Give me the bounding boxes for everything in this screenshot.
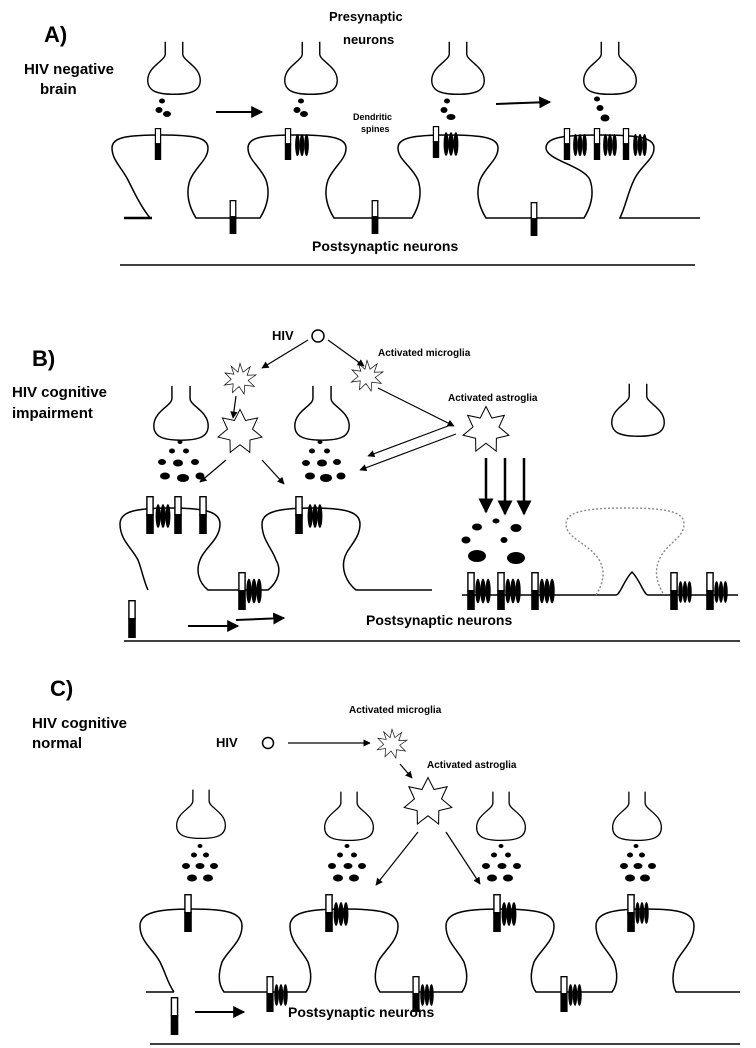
hiv-virion-icon	[311, 329, 325, 343]
presynaptic-terminal	[294, 385, 350, 441]
panel-a: A) HIV negative brain Presynaptic neuron…	[24, 9, 700, 266]
panel-a-letter: A)	[44, 22, 67, 47]
panel-c-title-line2: normal	[32, 735, 82, 752]
panel-b-title-line2: impairment	[12, 405, 93, 422]
activated-astroglia-icon	[403, 776, 453, 825]
presynaptic-terminal	[153, 385, 209, 441]
panel-c-hiv-label: HIV	[216, 735, 238, 750]
presynaptic-terminal	[146, 40, 202, 96]
signal-arrows	[199, 339, 457, 485]
panel-b-postsynaptic-label: Postsynaptic neurons	[366, 612, 512, 628]
legend-arrow	[235, 612, 286, 625]
signal-arrow	[445, 831, 481, 885]
panel-b-letter: B)	[32, 346, 55, 371]
panel-a-title-line2: brain	[40, 81, 77, 98]
presynaptic-terminal	[323, 790, 375, 842]
panel-c-postsynaptic-label: Postsynaptic neurons	[288, 1004, 434, 1020]
panel-b-astroglia-label: Activated astroglia	[448, 393, 538, 404]
presynaptic-terminal	[175, 788, 227, 840]
panel-b: B) HIV cognitive impairment HIV Activate…	[12, 328, 740, 642]
dendritic-label-line1: Dendritic	[353, 112, 392, 122]
receptor-group	[154, 126, 647, 236]
presynaptic-terminal	[430, 40, 486, 96]
activated-microglia-icon	[376, 728, 408, 759]
presynaptic-terminal	[283, 40, 339, 96]
presynaptic-label-line1: Presynaptic	[329, 9, 403, 24]
signal-arrow	[399, 763, 413, 779]
panel-a-postsynaptic-label: Postsynaptic neurons	[312, 238, 458, 254]
activated-astroglia-icon	[217, 408, 263, 453]
activated-microglia-icon	[350, 359, 384, 392]
presynaptic-label-line2: neurons	[343, 32, 394, 47]
activated-microglia-icon	[223, 362, 257, 395]
postsynaptic-membrane	[111, 134, 700, 266]
presynaptic-terminal	[582, 40, 638, 96]
presynaptic-terminal	[611, 383, 665, 437]
panel-c: C) HIV cognitive normal HIV Activated mi…	[32, 676, 740, 1045]
hiv-virion-icon	[261, 736, 275, 750]
panel-c-microglia-label: Activated microglia	[349, 705, 442, 716]
postsynaptic-membrane	[119, 507, 740, 642]
panel-b-title-line1: HIV cognitive	[12, 384, 107, 401]
activated-astroglia-icon	[462, 405, 510, 452]
panel-c-letter: C)	[50, 676, 73, 701]
panel-b-microglia-label: Activated microglia	[378, 348, 471, 359]
panel-c-title-line1: HIV cognitive	[32, 715, 127, 732]
postsynaptic-membrane	[139, 908, 740, 1045]
vesicles	[182, 844, 656, 882]
presynaptic-terminal	[611, 790, 663, 842]
progression-arrow	[495, 96, 552, 109]
dendritic-label-line2: spines	[361, 124, 390, 134]
panel-a-title-line1: HIV negative	[24, 61, 114, 78]
presynaptic-terminal	[475, 790, 527, 842]
vesicles	[158, 440, 525, 564]
panel-c-astroglia-label: Activated astroglia	[427, 760, 517, 771]
release-arrows	[478, 458, 532, 516]
signal-arrow	[375, 831, 419, 886]
vesicles	[155, 96, 610, 122]
panel-b-hiv-label: HIV	[272, 328, 294, 343]
